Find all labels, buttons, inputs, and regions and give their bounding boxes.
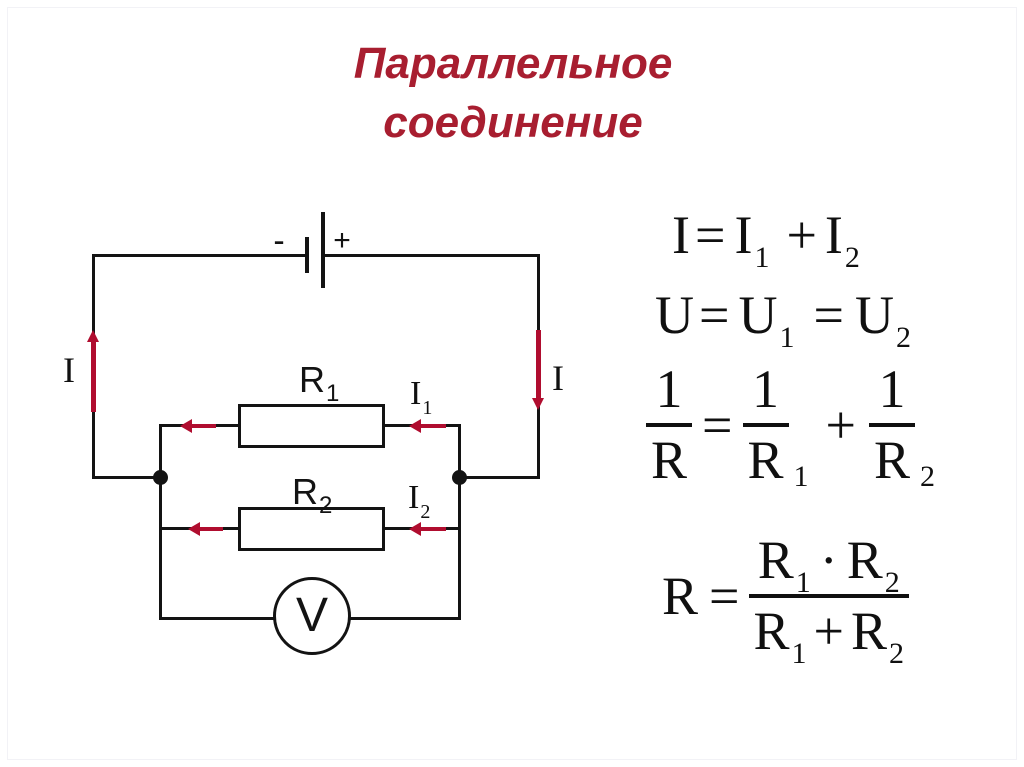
plus-sign: + (786, 205, 817, 265)
resistor-2-label: R2 (292, 471, 332, 518)
branch-current-2-label: I2 (408, 479, 430, 523)
formula-voltage-term1-subscript: 1 (779, 321, 795, 354)
wire-voltmeter-left (159, 617, 275, 620)
fraction-numerator: 1 (752, 359, 780, 419)
wire-top-right (323, 254, 540, 257)
page-title: Параллельное соединение (283, 34, 743, 152)
subscript: 1 (793, 460, 809, 494)
equals-sign: = (694, 205, 726, 265)
formula-voltage-term2: U (854, 285, 894, 345)
fraction-1-over-R: 1 R (646, 359, 693, 490)
resistance-symbol: R (846, 530, 883, 590)
page-title-line2: соединение (383, 98, 643, 147)
plus-sign: + (825, 394, 856, 455)
fraction-denominator: R1+R2 (749, 600, 910, 668)
wire-right-inner (458, 424, 461, 620)
resistor-2-subscript: 2 (319, 492, 333, 519)
formula-current-term2-subscript: 2 (844, 241, 860, 274)
fraction-denominator: R (651, 429, 688, 490)
fraction-bar (869, 422, 916, 427)
fraction-numerator: R1·R2 (753, 530, 905, 598)
current-arrow-r1-right (409, 418, 446, 433)
fraction-product-over-sum: R1·R2 R1+R2 (748, 530, 910, 668)
resistance-symbol: R (851, 600, 888, 661)
fraction-numerator: 1 (655, 359, 683, 419)
subscript: 2 (884, 566, 900, 599)
current-label-left: I (63, 350, 75, 390)
page-title-line1: Параллельное (353, 39, 673, 88)
formula-voltage-term1: U (738, 285, 778, 345)
current-label-right: I (552, 358, 564, 398)
formula-current-term1: I (734, 205, 753, 265)
formula-current-term2: I (824, 205, 843, 265)
formula-voltage-term2-subscript: 2 (895, 321, 911, 354)
battery-negative-plate (305, 237, 309, 273)
fraction-bar (742, 422, 789, 427)
formula-equivalent-lhs: R (662, 565, 699, 626)
formula-current-lhs: I (672, 205, 690, 265)
subscript: 1 (791, 636, 807, 670)
battery-plus-label: + (333, 224, 351, 257)
current-arrow-r2-left (188, 521, 223, 536)
resistor-1-symbol: R (299, 359, 325, 400)
formula-current-term1-subscript: 1 (754, 241, 770, 274)
junction-dot-left (153, 470, 168, 485)
formula-current: I = I 1 + I 2 (672, 205, 860, 273)
subscript: 2 (920, 460, 936, 494)
resistance-symbol: R (747, 429, 784, 490)
subscript: 2 (889, 636, 905, 670)
battery-minus-label: - (273, 222, 285, 260)
equals-sign: = (699, 285, 730, 345)
resistor-1-label: R1 (299, 359, 339, 406)
formula-voltage: U = U 1 = U 2 (655, 285, 911, 353)
formula-equivalent-resistance: R = R1·R2 R1+R2 (662, 530, 910, 668)
branch-current-1-label: I1 (410, 375, 432, 419)
equals-sign: = (709, 565, 740, 626)
branch-current-1-symbol: I (410, 375, 422, 412)
plus-sign: + (813, 600, 844, 661)
resistance-symbol: R (874, 429, 911, 490)
resistor-2-box (238, 507, 385, 551)
fraction-numerator: 1 (878, 359, 906, 419)
equals-sign: = (702, 394, 733, 455)
voltmeter-label: V (295, 589, 328, 642)
wire-junction-right (458, 476, 540, 479)
formula-voltage-lhs: U (655, 285, 694, 345)
wire-left-inner (159, 424, 162, 620)
current-arrow-r1-left (180, 418, 216, 433)
wire-top-left (92, 254, 307, 257)
fraction-bar (646, 422, 693, 427)
current-arrow-left-up (87, 330, 99, 412)
wire-voltmeter-right (349, 617, 461, 620)
branch-current-2-subscript: 2 (420, 501, 431, 523)
wire-junction-left (92, 476, 162, 479)
equals-sign: = (813, 285, 844, 345)
branch-current-1-subscript: 1 (422, 397, 433, 419)
resistance-symbol: R (757, 530, 794, 590)
resistor-1-box (238, 404, 385, 448)
resistance-symbol: R (753, 600, 790, 661)
voltmeter: V (273, 577, 351, 655)
battery-positive-plate (321, 212, 325, 288)
branch-current-2-symbol: I (408, 479, 420, 516)
junction-dot-right (452, 470, 467, 485)
resistor-2-symbol: R (292, 471, 318, 512)
resistor-1-subscript: 1 (326, 380, 340, 407)
current-arrow-r2-right (409, 521, 446, 536)
current-arrow-right-down (532, 330, 544, 410)
fraction-bar (748, 593, 910, 598)
subscript: 1 (795, 566, 811, 599)
multiplication-dot: · (819, 530, 838, 590)
